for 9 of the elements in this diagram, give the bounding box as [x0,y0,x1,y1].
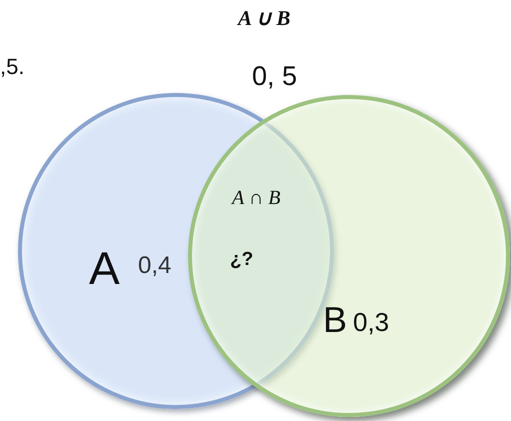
set-label: A [89,245,120,291]
probability-value: 0,3 [353,309,390,335]
truncated-text: ,5. [0,56,24,78]
intersection-label: A ∩ B [232,188,281,208]
probability-value: 0,4 [138,254,172,278]
set-label: B [323,302,348,338]
unknown-value: ¿? [230,250,254,269]
union-heading: A ∪ B [238,8,290,29]
union-probability: 0, 5 [252,63,298,90]
